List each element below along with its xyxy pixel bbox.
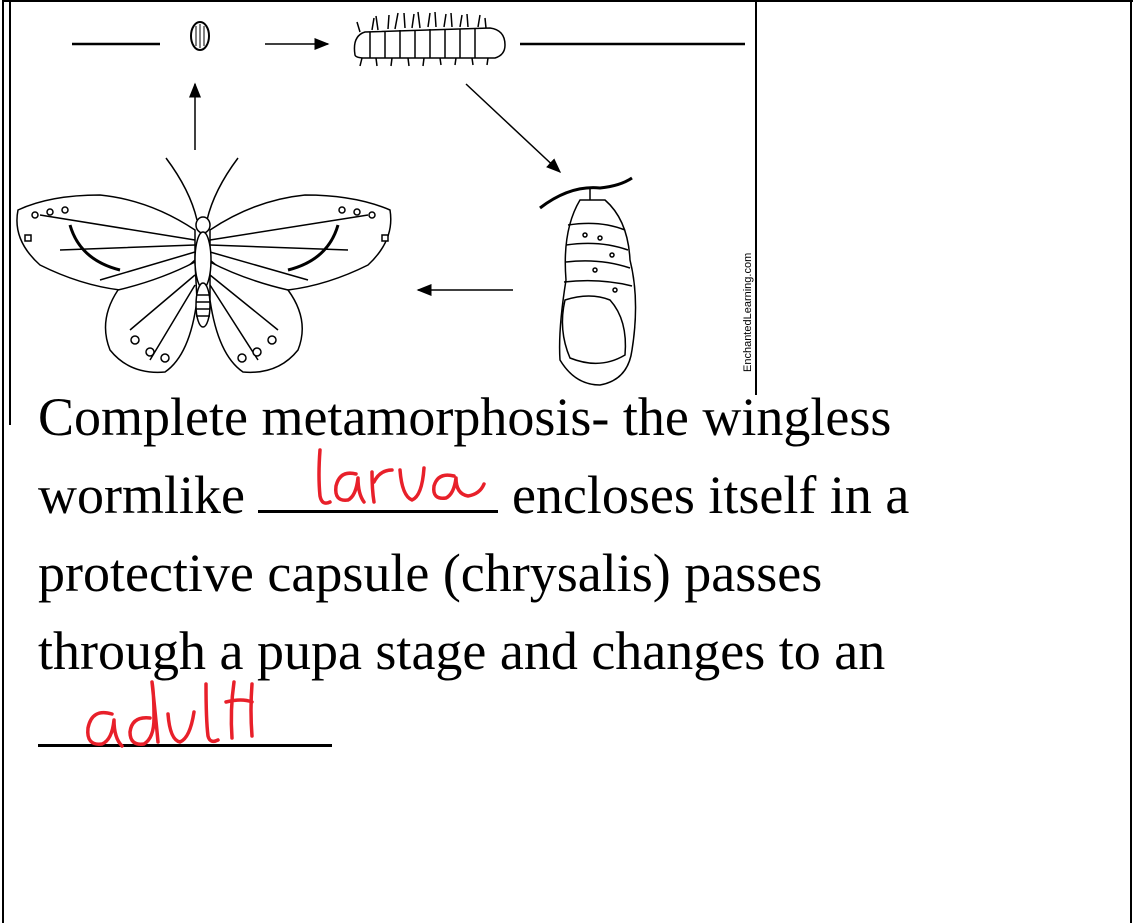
paragraph-line-4: through a pupa stage and changes to an xyxy=(38,612,1118,690)
blank-larva: larva xyxy=(258,456,498,513)
arrow-larva-to-pupa xyxy=(466,84,560,172)
line2-start: wormlike xyxy=(38,465,258,525)
butterfly-drawing xyxy=(17,158,391,372)
handwritten-answer-adult xyxy=(38,690,332,760)
blank-adult: adult xyxy=(38,690,332,747)
paragraph-line-2: wormlike larva encloses itself in a xyxy=(38,456,1118,534)
paragraph-line-3: protective capsule (chrysalis) passes xyxy=(38,534,1118,612)
egg-drawing xyxy=(191,22,209,50)
line2-end: encloses itself in a xyxy=(498,465,909,525)
caterpillar-drawing xyxy=(354,12,505,66)
worksheet-paragraph: Complete metamorphosis- the wingless wor… xyxy=(38,378,1118,768)
paragraph-line-5: adult xyxy=(38,690,1118,768)
frame-right-border xyxy=(1130,0,1132,923)
chrysalis-drawing xyxy=(540,178,636,385)
watermark-text: EnchantedLearning.com xyxy=(742,253,754,372)
butterfly-life-cycle-diagram xyxy=(0,0,760,400)
handwritten-answer-larva xyxy=(258,456,498,516)
paragraph-line-1: Complete metamorphosis- the wingless xyxy=(38,378,1118,456)
watermark-credit: EnchantedLearning.com xyxy=(733,250,763,380)
